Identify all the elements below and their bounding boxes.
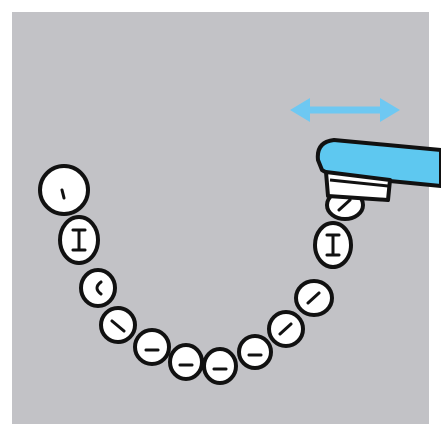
tooth [135, 330, 169, 364]
tooth [81, 270, 115, 306]
tooth [204, 349, 236, 383]
tooth [40, 166, 88, 214]
tooth [170, 345, 202, 379]
tooth [315, 223, 351, 267]
tooth [296, 281, 332, 315]
tooth [269, 312, 303, 346]
tooth [239, 336, 271, 368]
tooth [101, 308, 135, 342]
tooth [60, 217, 98, 263]
